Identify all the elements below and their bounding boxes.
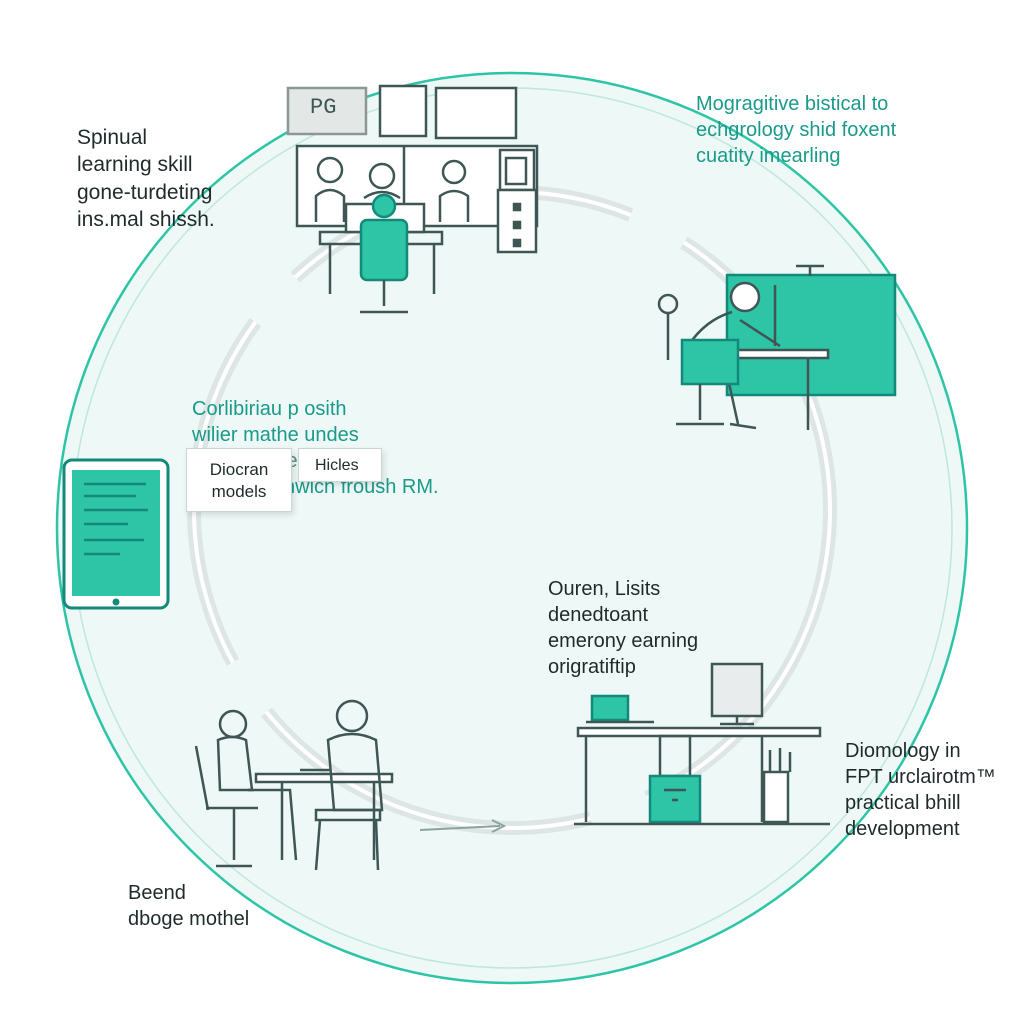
label-top-left-line-1: Spinual [77, 126, 148, 149]
card1-line-1: Diocran [209, 460, 269, 479]
label-bottom-right: Diomology in FPT urclairotm™ practical b… [845, 738, 996, 842]
tablet-icon [62, 458, 170, 610]
label-right-middle-line-2: denedtoant [548, 604, 649, 626]
workstation-illustration [574, 662, 830, 826]
card-diocran-models: Diocran models [186, 448, 292, 512]
label-top-right-line-2: echgrology shid foxent [696, 119, 897, 141]
label-right-middle: Ouren, Lisits denedtoant emerony earning… [548, 576, 698, 680]
label-top-left-line-3: gone-turdeting [77, 180, 213, 204]
card-hicles: Hicles [298, 448, 382, 482]
label-top-right-line-1: Mogragitive bistical to [696, 93, 889, 115]
label-center-line-2: wilier mathe undes [192, 424, 359, 446]
label-center-line-1: Corlibiriau p osith [192, 398, 347, 420]
label-bottom-left-line-2: dboge mothel [128, 908, 250, 930]
label-top-left: Spinual learning skill gone-turdeting in… [77, 124, 215, 233]
person-at-computer-illustration [657, 264, 897, 430]
label-bottom-right-line-4: development [845, 818, 960, 840]
label-bottom-right-line-3: practical bhill [845, 792, 961, 814]
label-right-middle-line-3: emerony earning [548, 630, 699, 652]
label-right-middle-line-4: origratiftip [548, 656, 636, 678]
label-bottom-left: Beend dboge mothel [128, 880, 249, 932]
card1-line-2: models [211, 482, 267, 502]
office-sign-text: PG [310, 95, 337, 120]
label-top-right-line-3: cuatity imearling [696, 145, 841, 167]
card2-text: Hicles [315, 457, 359, 474]
label-bottom-right-line-1: Diomology in [845, 740, 961, 762]
two-people-meeting-illustration [194, 699, 394, 871]
label-bottom-left-line-1: Beend [128, 882, 186, 904]
label-top-right: Mogragitive bistical to echgrology shid … [696, 91, 896, 169]
office-team-illustration [286, 84, 539, 314]
label-bottom-right-line-2: FPT urclairotm™ [845, 766, 996, 788]
label-top-left-line-4: ins.mal shissh. [77, 207, 215, 231]
label-right-middle-line-1: Ouren, Lisits [548, 578, 661, 600]
label-top-left-line-2: learning skill [77, 153, 193, 177]
